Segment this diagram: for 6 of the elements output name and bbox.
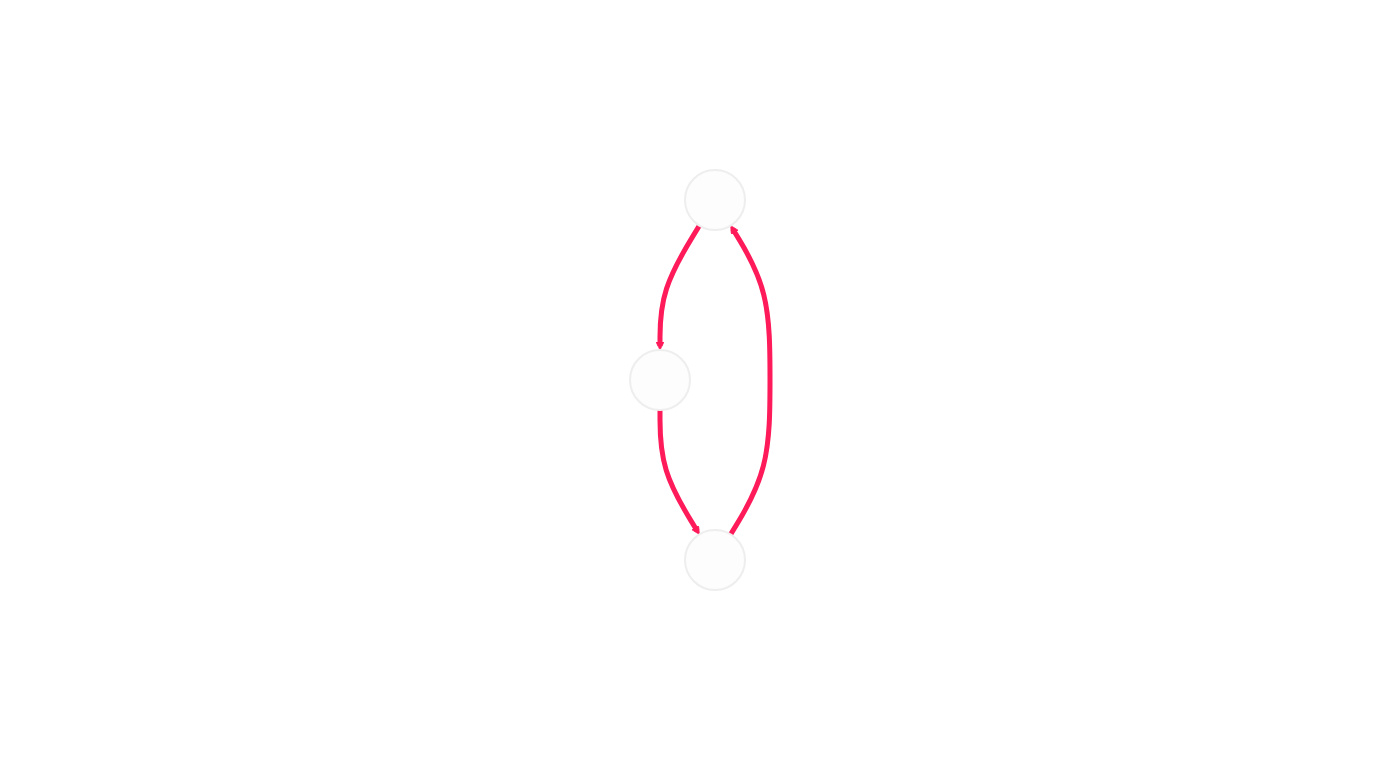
arrow (728, 224, 773, 536)
node-circle (629, 348, 691, 411)
arrow (655, 223, 702, 350)
node-circle (684, 528, 746, 591)
arrow (657, 409, 700, 535)
node-circle (684, 168, 746, 231)
